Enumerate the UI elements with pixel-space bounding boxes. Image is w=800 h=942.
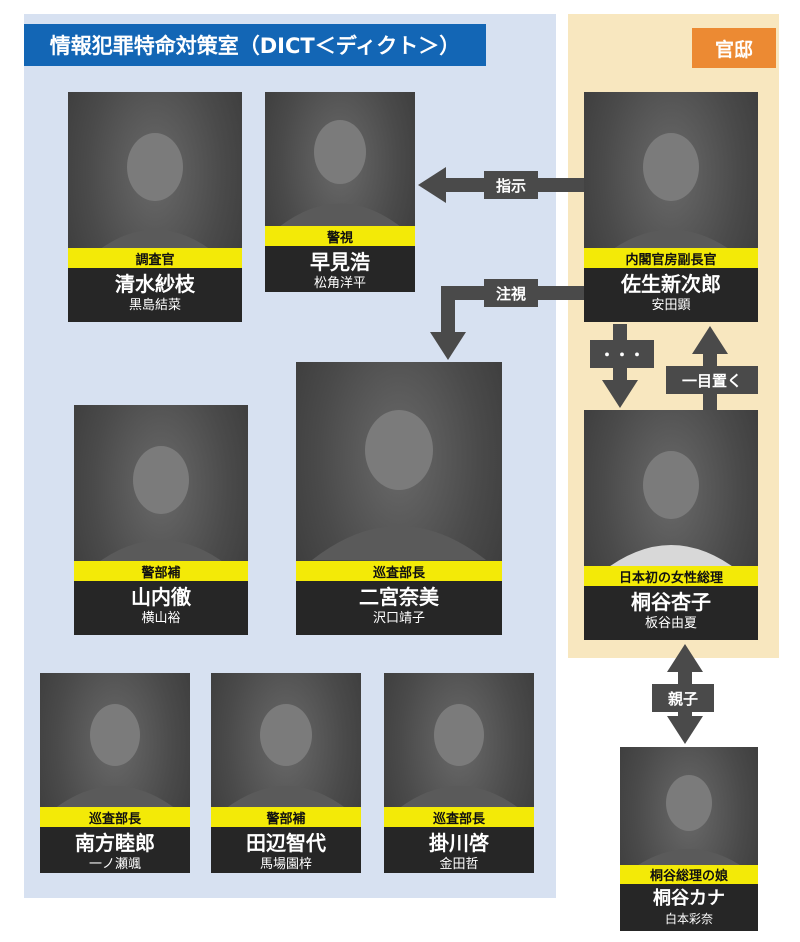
card-yamauchi: 警部補 山内徹 横山裕 xyxy=(74,405,248,635)
card-shimizu: 調査官 清水紗枝 黒島結菜 xyxy=(68,92,242,322)
label-chushi: 注視 xyxy=(484,279,538,307)
portrait-silhouette xyxy=(279,120,401,227)
actor-name: 沢口靖子 xyxy=(372,611,425,626)
character-name: 掛川啓 xyxy=(429,831,489,855)
role-label: 巡査部長 xyxy=(40,807,190,827)
name-block: 桐谷カナ 白本彩奈 xyxy=(620,884,758,931)
character-name: 佐生新次郎 xyxy=(621,272,721,296)
portrait-silhouette xyxy=(398,704,520,809)
actor-name: 安田顕 xyxy=(651,298,691,313)
character-name: 桐谷カナ xyxy=(653,888,725,909)
portrait-silhouette xyxy=(225,704,347,809)
name-block: 桐谷杏子 板谷由夏 xyxy=(584,586,758,640)
character-name: 南方睦郎 xyxy=(75,831,155,855)
role-label: 警部補 xyxy=(74,561,248,581)
dict-header: 情報犯罪特命対策室（DICT＜ディクト＞） xyxy=(24,24,486,66)
character-name: 清水紗枝 xyxy=(115,272,195,296)
label-shiji: 指示 xyxy=(484,171,538,199)
name-block: 清水紗枝 黒島結菜 xyxy=(68,268,242,322)
portrait-silhouette xyxy=(632,775,746,869)
actor-name: 黒島結菜 xyxy=(128,298,181,313)
kantei-header: 官邸 xyxy=(692,28,776,68)
name-block: 山内徹 横山裕 xyxy=(74,581,248,635)
card-tanabe: 警部補 田辺智代 馬場園梓 xyxy=(211,673,361,873)
role-label: 調査官 xyxy=(68,248,242,268)
role-label: 巡査部長 xyxy=(296,561,502,581)
name-block: 掛川啓 金田哲 xyxy=(384,827,534,873)
actor-name: 横山裕 xyxy=(141,611,181,626)
character-name: 早見浩 xyxy=(310,250,370,274)
actor-name: 松角洋平 xyxy=(313,276,366,291)
card-saso: 内閣官房副長官 佐生新次郎 安田顕 xyxy=(584,92,758,322)
card-minakata: 巡査部長 南方睦郎 一ノ瀬颯 xyxy=(40,673,190,873)
actor-name: 金田哲 xyxy=(439,857,479,872)
name-block: 早見浩 松角洋平 xyxy=(265,246,415,292)
role-label: 巡査部長 xyxy=(384,807,534,827)
arrow-dots-head xyxy=(602,380,638,408)
portrait-silhouette xyxy=(92,446,230,567)
card-kana: 桐谷総理の娘 桐谷カナ 白本彩奈 xyxy=(620,747,758,931)
actor-name: 馬場園梓 xyxy=(259,857,312,872)
card-kakegawa: 巡査部長 掛川啓 金田哲 xyxy=(384,673,534,873)
character-name: 桐谷杏子 xyxy=(631,590,711,614)
card-ninomiya: 巡査部長 二宮奈美 沢口靖子 xyxy=(296,362,502,635)
arrow-oyako-head-up xyxy=(667,644,703,672)
name-block: 南方睦郎 一ノ瀬颯 xyxy=(40,827,190,873)
label-ichimoku: 一目置く xyxy=(666,366,758,394)
arrow-ichimoku-head xyxy=(692,326,728,354)
character-name: 田辺智代 xyxy=(246,831,326,855)
name-block: 佐生新次郎 安田顕 xyxy=(584,268,758,322)
portrait-silhouette xyxy=(602,451,740,572)
arrow-oyako-head-down xyxy=(667,716,703,744)
name-block: 二宮奈美 沢口靖子 xyxy=(296,581,502,635)
arrow-chushi-head xyxy=(430,332,466,360)
name-block: 田辺智代 馬場園梓 xyxy=(211,827,361,873)
arrow-shiji-head xyxy=(418,167,446,203)
character-name: 二宮奈美 xyxy=(359,585,439,609)
role-label: 桐谷総理の娘 xyxy=(620,865,758,884)
role-label: 警部補 xyxy=(211,807,361,827)
card-kiriya: 日本初の女性総理 桐谷杏子 板谷由夏 xyxy=(584,410,758,640)
arrow-chushi xyxy=(441,286,584,334)
label-dots: ・・・ xyxy=(590,340,654,368)
actor-name: 白本彩奈 xyxy=(664,912,713,926)
character-name: 山内徹 xyxy=(131,585,191,609)
portrait-silhouette xyxy=(54,704,176,809)
portrait-silhouette xyxy=(312,410,486,560)
role-label: 内閣官房副長官 xyxy=(584,248,758,268)
actor-name: 一ノ瀬颯 xyxy=(88,857,141,872)
role-label: 警視 xyxy=(265,226,415,246)
label-oyako: 親子 xyxy=(652,684,714,712)
actor-name: 板谷由夏 xyxy=(644,616,697,631)
card-hayami: 警視 早見浩 松角洋平 xyxy=(265,92,415,292)
role-label: 日本初の女性総理 xyxy=(584,566,758,586)
